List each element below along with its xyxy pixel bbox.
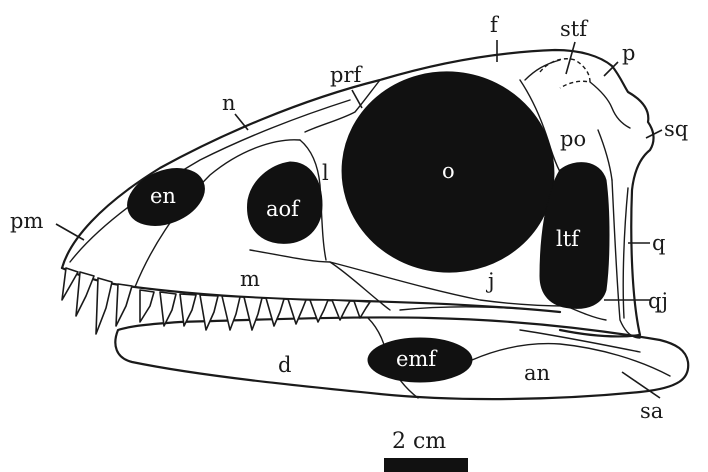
stf-outline bbox=[540, 59, 590, 88]
label-pm: pm bbox=[10, 209, 43, 233]
parietal-outline bbox=[590, 82, 630, 128]
label-d: d bbox=[278, 353, 291, 377]
leader-stf bbox=[566, 42, 575, 74]
scale-bar-label: 2 cm bbox=[392, 429, 446, 454]
label-en: en bbox=[150, 184, 176, 208]
upper-teeth bbox=[62, 268, 370, 334]
label-prf: prf bbox=[330, 63, 363, 87]
leader-pm bbox=[56, 224, 84, 240]
leader-prf bbox=[352, 90, 362, 108]
label-l: l bbox=[322, 161, 329, 185]
label-po: po bbox=[560, 127, 586, 151]
label-stf: stf bbox=[560, 17, 589, 41]
label-o: o bbox=[442, 159, 455, 183]
label-f: f bbox=[490, 13, 500, 37]
label-an: an bbox=[524, 361, 550, 385]
label-aof: aof bbox=[266, 197, 301, 221]
label-j: j bbox=[485, 269, 495, 293]
angular-suture bbox=[472, 344, 670, 376]
label-p: p bbox=[622, 41, 635, 65]
jugal-upper bbox=[400, 307, 560, 312]
label-q: q bbox=[652, 231, 665, 255]
label-m: m bbox=[240, 267, 260, 291]
quadrate-inner bbox=[623, 188, 628, 318]
label-sq: sq bbox=[664, 117, 688, 141]
label-sa: sa bbox=[640, 399, 663, 423]
label-ltf: ltf bbox=[556, 227, 581, 251]
premaxilla-edge bbox=[62, 268, 560, 312]
label-n: n bbox=[222, 91, 236, 115]
label-emf: emf bbox=[396, 347, 438, 371]
scale-bar bbox=[384, 458, 468, 472]
label-qj: qj bbox=[648, 289, 668, 313]
